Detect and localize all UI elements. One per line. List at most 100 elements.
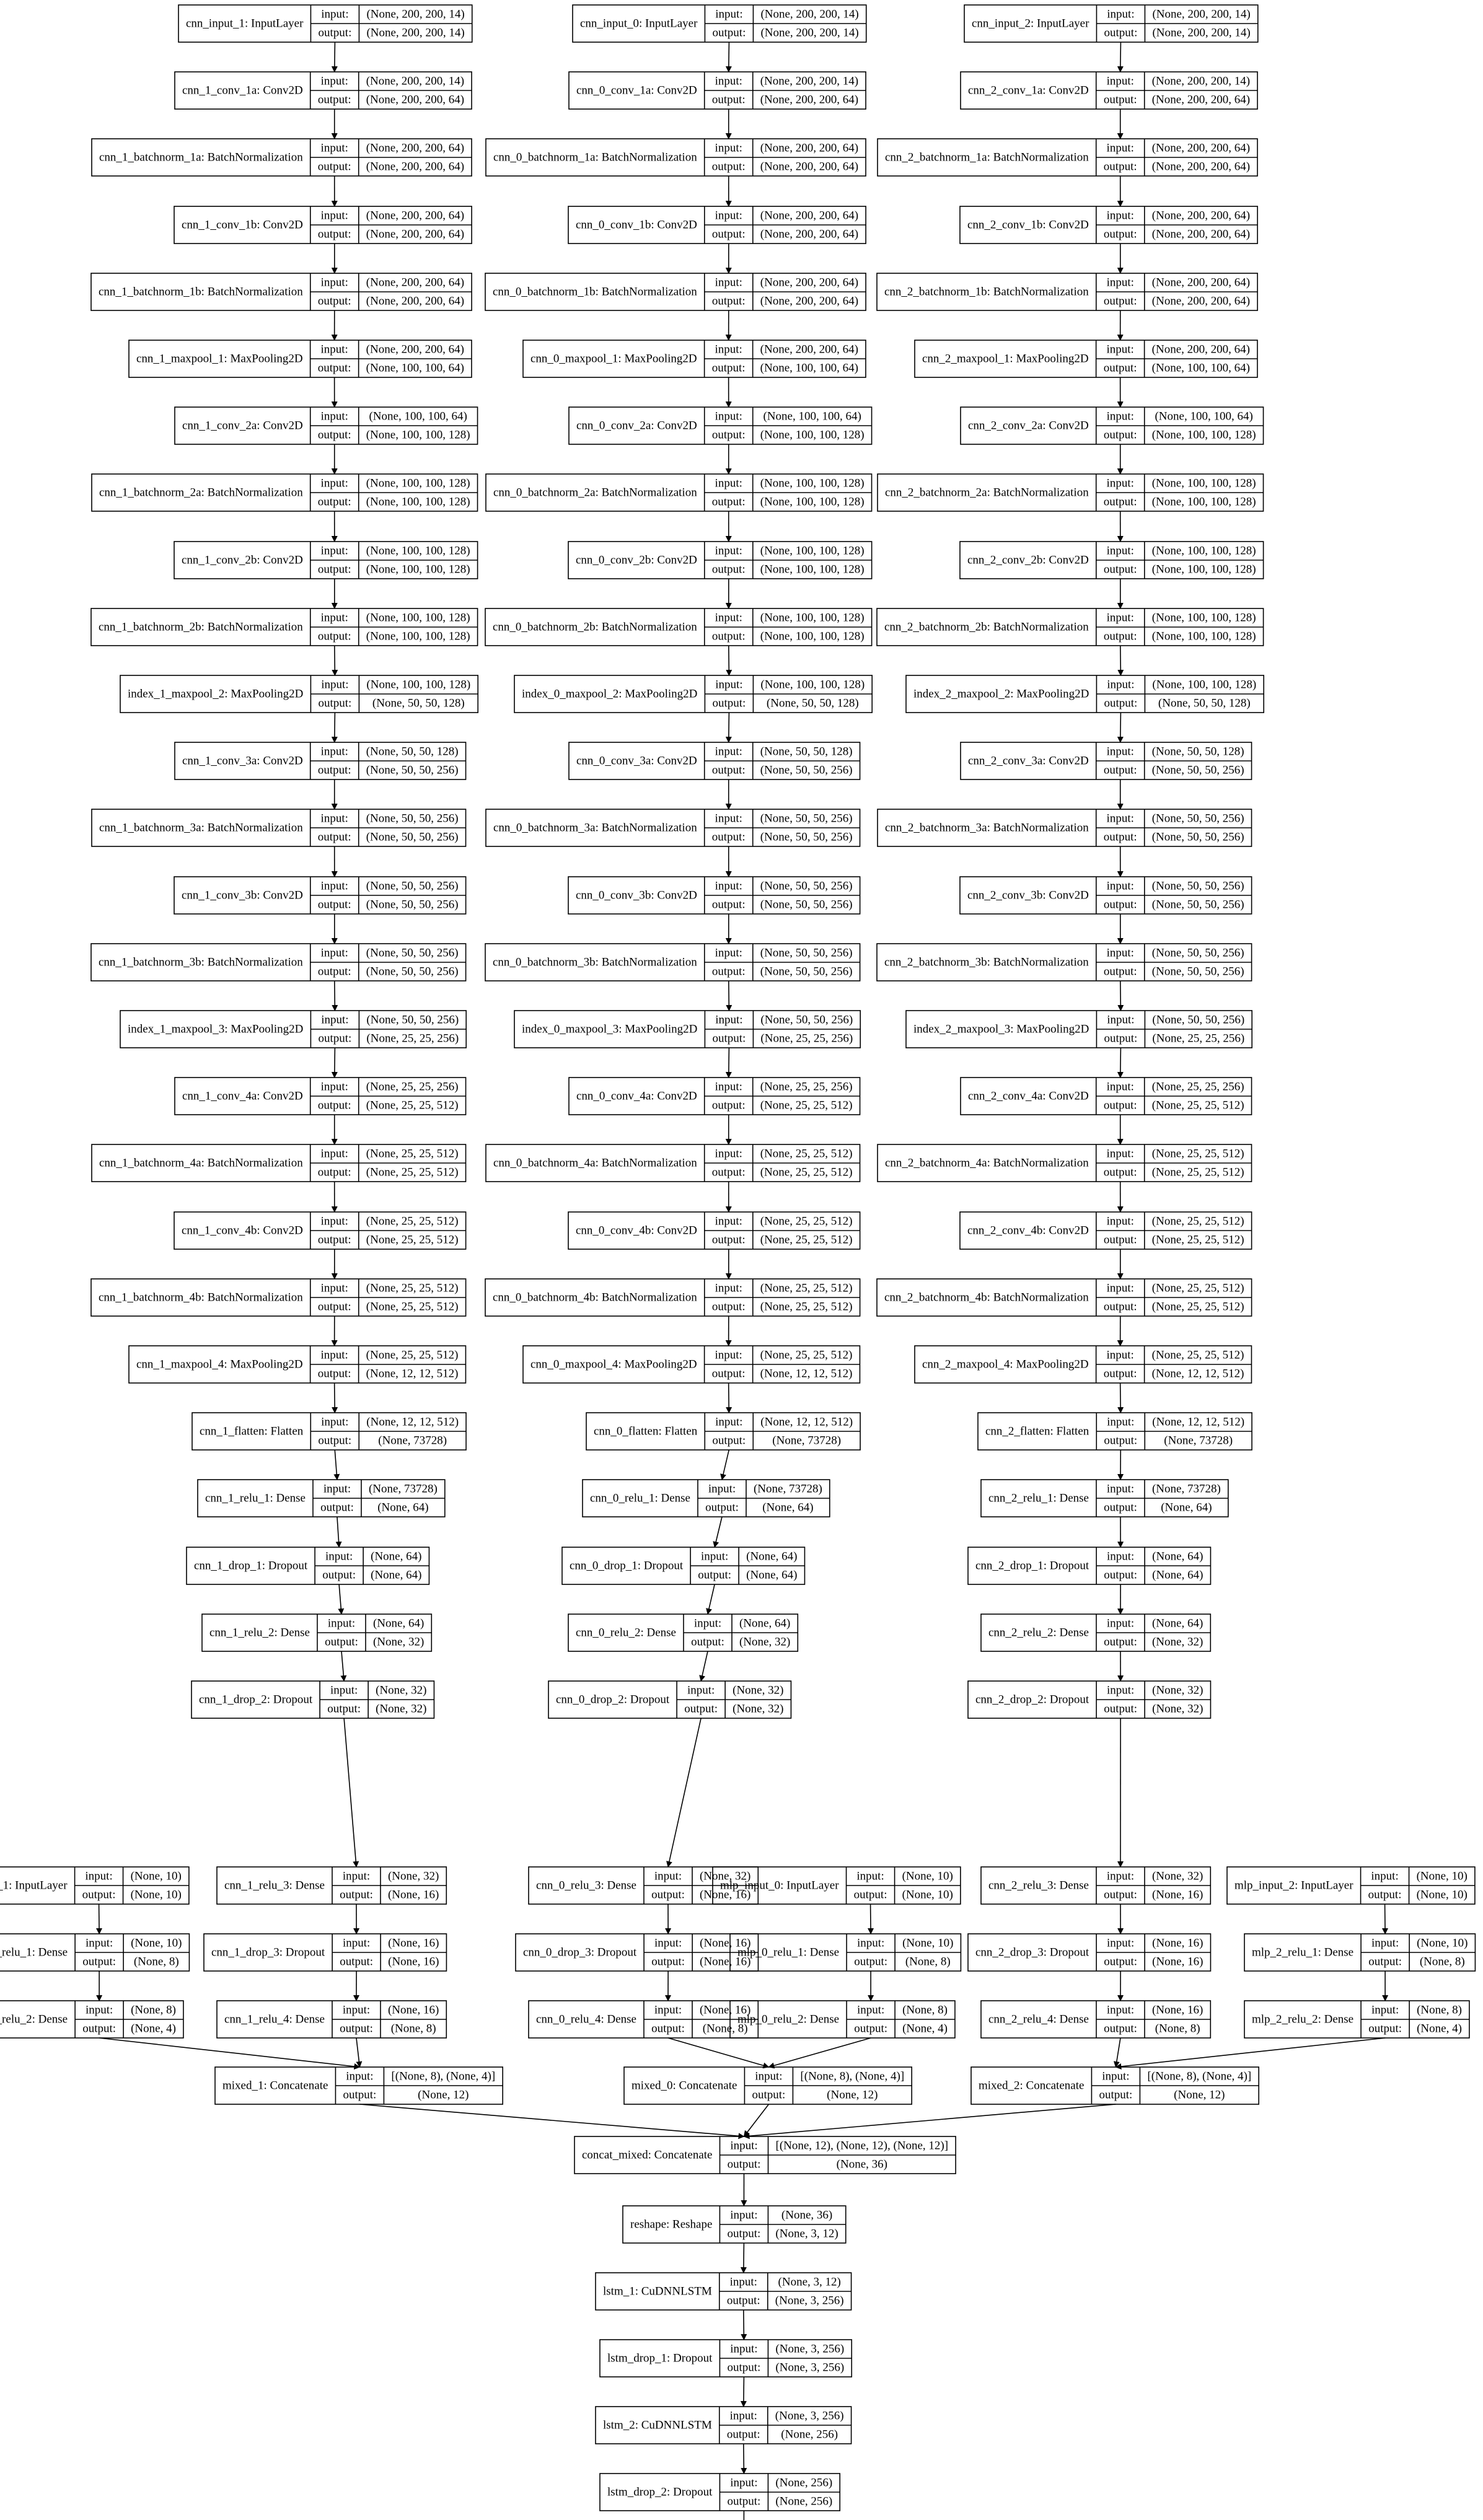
input-label: input: [1107, 1483, 1134, 1496]
layer-name: concat_mixed: Concatenate [582, 2149, 713, 2162]
input-shape: (None, 100, 100, 64) [1155, 410, 1252, 423]
output-label: output: [854, 2022, 887, 2035]
layer-name: cnn_0_drop_3: Dropout [523, 1946, 637, 1959]
layer-node: cnn_0_maxpool_1: MaxPooling2Dinput:outpu… [522, 340, 866, 378]
layer-name: mlp_input_0: InputLayer [720, 1879, 839, 1892]
layer-name: mlp_1_relu_1: Dense [0, 1946, 68, 1959]
input-label: input: [325, 1550, 353, 1563]
layer-name: cnn_0_batchnorm_1b: BatchNormalization [493, 286, 697, 299]
input-shape: (None, 200, 200, 64) [1152, 142, 1250, 155]
output-label: output: [318, 1166, 351, 1179]
layer-node: index_0_maxpool_2: MaxPooling2Dinput:out… [514, 675, 873, 713]
output-label: output: [318, 1032, 351, 1045]
input-shape: (None, 8) [902, 2004, 948, 2017]
output-shape: (None, 73728) [772, 1434, 841, 1447]
layer-name: cnn_2_drop_1: Dropout [975, 1560, 1089, 1573]
layer-name: cnn_2_batchnorm_1a: BatchNormalization [885, 151, 1089, 164]
layer-name: cnn_0_relu_2: Dense [576, 1627, 676, 1640]
output-label: output: [1104, 1099, 1137, 1112]
output-label: output: [1104, 1301, 1137, 1314]
output-label: output: [1104, 1434, 1137, 1447]
input-label: input: [755, 2070, 782, 2083]
output-label: output: [712, 1099, 746, 1112]
edge-arrow [1113, 2037, 1121, 2068]
input-shape: (None, 200, 200, 64) [1152, 209, 1250, 222]
layer-node: cnn_2_batchnorm_4a: BatchNormalizationin… [877, 1144, 1252, 1182]
input-label: input: [86, 1937, 113, 1950]
input-label: input: [1107, 1617, 1134, 1630]
output-shape: (None, 50, 50, 128) [767, 697, 859, 710]
input-label: input: [1107, 2004, 1134, 2017]
output-label: output: [1104, 228, 1137, 241]
layer-node: mlp_input_0: InputLayerinput:output:(Non… [712, 1866, 961, 1905]
input-label: input: [321, 612, 348, 625]
output-shape: (None, 64) [1152, 1569, 1203, 1582]
output-label: output: [318, 1234, 351, 1247]
input-label: input: [1107, 142, 1134, 155]
layer-node: cnn_input_2: InputLayerinput:output:(Non… [964, 4, 1259, 43]
layer-name: cnn_2_relu_3: Dense [988, 1879, 1089, 1892]
layer-name: lstm_drop_2: Dropout [607, 2486, 713, 2499]
output-shape: (None, 50, 50, 256) [366, 898, 459, 911]
input-shape: (None, 25, 25, 512) [760, 1148, 853, 1161]
input-shape: (None, 25, 25, 256) [1152, 1081, 1244, 1094]
input-label: input: [321, 1215, 348, 1228]
input-shape: (None, 64) [373, 1617, 424, 1630]
layer-name: cnn_1_batchnorm_3b: BatchNormalization [99, 956, 303, 969]
edge-arrow [743, 2104, 1116, 2140]
output-label: output: [752, 2089, 786, 2102]
output-shape: (None, 50, 50, 256) [760, 965, 853, 978]
input-label: input: [730, 2343, 757, 2356]
input-shape: (None, 100, 100, 128) [1152, 545, 1256, 558]
layer-name: cnn_1_relu_1: Dense [205, 1492, 306, 1505]
output-shape: (None, 50, 50, 256) [760, 764, 853, 777]
layer-name: cnn_2_batchnorm_3b: BatchNormalization [884, 956, 1089, 969]
output-shape: (None, 8) [1420, 1956, 1465, 1969]
layer-name: cnn_2_relu_2: Dense [988, 1627, 1089, 1640]
layer-node: cnn_2_flatten: Flatteninput:output:(None… [977, 1412, 1252, 1451]
output-shape: (None, 100, 100, 128) [1152, 429, 1256, 442]
layer-node: cnn_1_batchnorm_2b: BatchNormalizationin… [90, 608, 478, 646]
output-label: output: [343, 2089, 377, 2102]
output-label: output: [1104, 764, 1137, 777]
layer-name: mlp_input_2: InputLayer [1234, 1879, 1353, 1892]
layer-name: cnn_1_conv_2b: Conv2D [182, 554, 303, 567]
edge-arrow [1117, 645, 1124, 676]
output-label: output: [712, 1368, 746, 1381]
output-label: output: [854, 1956, 887, 1969]
output-label: output: [1104, 160, 1137, 173]
input-label: input: [1107, 612, 1134, 625]
input-shape: (None, 3, 12) [778, 2276, 841, 2289]
output-label: output: [1104, 1166, 1137, 1179]
layer-node: cnn_1_conv_4b: Conv2Dinput:output:(None,… [174, 1211, 467, 1250]
input-shape: (None, 73728) [369, 1483, 438, 1496]
layer-node: mlp_input_1: InputLayerinput:output:(Non… [0, 1866, 190, 1905]
input-shape: (None, 25, 25, 512) [760, 1349, 853, 1362]
input-label: input: [687, 1684, 715, 1697]
input-shape: (None, 200, 200, 64) [366, 142, 464, 155]
output-label: output: [712, 1166, 746, 1179]
layer-name: cnn_1_flatten: Flatten [200, 1425, 304, 1438]
output-label: output: [318, 1301, 351, 1314]
layer-node: cnn_0_conv_4a: Conv2Dinput:output:(None,… [568, 1077, 861, 1115]
edge-arrow [359, 2104, 745, 2140]
layer-node: cnn_0_conv_2b: Conv2Dinput:output:(None,… [568, 541, 873, 579]
output-shape: (None, 12) [1174, 2089, 1225, 2102]
input-label: input: [1371, 2004, 1399, 2017]
layer-name: cnn_2_conv_4a: Conv2D [968, 1090, 1089, 1103]
input-shape: (None, 100, 100, 128) [366, 678, 470, 691]
output-shape: (None, 73728) [1164, 1434, 1233, 1447]
layer-name: mlp_0_relu_1: Dense [737, 1946, 839, 1959]
layer-name: cnn_2_batchnorm_2b: BatchNormalization [884, 621, 1089, 634]
layer-name: lstm_2: CuDNNLSTM [603, 2419, 712, 2432]
layer-node: cnn_1_batchnorm_4a: BatchNormalizationin… [91, 1144, 467, 1182]
layer-name: cnn_1_batchnorm_1b: BatchNormalization [99, 286, 303, 299]
output-label: output: [318, 496, 351, 509]
input-label: input: [730, 2477, 757, 2490]
output-shape: (None, 25, 25, 512) [760, 1166, 853, 1179]
layer-node: cnn_2_conv_4a: Conv2Dinput:output:(None,… [960, 1077, 1252, 1115]
